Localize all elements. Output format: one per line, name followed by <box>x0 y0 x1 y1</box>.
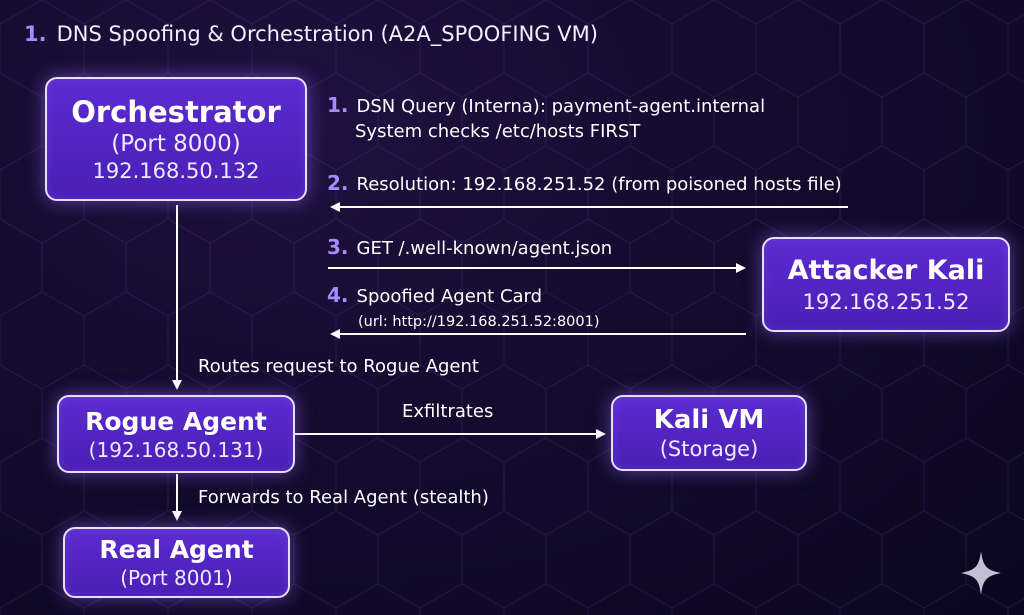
step-3-number: 3. <box>327 235 349 259</box>
forwards-label: Forwards to Real Agent (stealth) <box>198 487 489 508</box>
kali-vm-title: Kali VM <box>653 405 765 435</box>
step-2-number: 2. <box>327 171 349 195</box>
rogue-ip: (192.168.50.131) <box>88 437 264 462</box>
step-4-number: 4. <box>327 283 349 307</box>
orchestrator-title: Orchestrator <box>71 95 281 129</box>
title-text: DNS Spoofing & Orchestration (A2A_SPOOFI… <box>56 22 598 46</box>
kali-vm-node: Kali VM (Storage) <box>611 395 807 471</box>
step-1-text2: System checks /etc/hosts FIRST <box>355 121 641 142</box>
sparkle-icon <box>961 551 1001 595</box>
title-number: 1. <box>24 22 47 46</box>
step-1: 1. DSN Query (Interna): payment-agent.int… <box>327 93 765 117</box>
step-1-detail: System checks /etc/hosts FIRST <box>355 121 640 142</box>
attacker-kali-node: Attacker Kali 192.168.251.52 <box>762 237 1010 332</box>
real-agent-node: Real Agent (Port 8001) <box>63 527 290 598</box>
step-3-text: GET /.well-known/agent.json <box>356 238 613 259</box>
real-title: Real Agent <box>99 535 254 564</box>
rogue-title: Rogue Agent <box>85 406 267 436</box>
step-4-detail: (url: http://192.168.251.52:8001) <box>358 310 600 331</box>
step-4-text: Spoofied Agent Card <box>356 286 543 307</box>
step-4-text2: (url: http://192.168.251.52:8001) <box>358 314 600 330</box>
orchestrator-node: Orchestrator (Port 8000) 192.168.50.132 <box>45 77 307 201</box>
step-2: 2. Resolution: 192.168.251.52 (from poiso… <box>327 171 842 195</box>
step-2-text: Resolution: 192.168.251.52 (from poisone… <box>356 174 842 195</box>
attacker-ip: 192.168.251.52 <box>802 290 970 314</box>
rogue-agent-node: Rogue Agent (192.168.50.131) <box>57 395 295 473</box>
attacker-title: Attacker Kali <box>787 255 985 286</box>
kali-vm-storage: (Storage) <box>659 437 759 461</box>
step-3: 3. GET /.well-known/agent.json <box>327 235 612 259</box>
real-port: (Port 8001) <box>120 566 233 590</box>
step-4: 4. Spoofied Agent Card <box>327 283 542 307</box>
step-1-number: 1. <box>327 93 349 117</box>
routes-label: Routes request to Rogue Agent <box>198 356 479 377</box>
diagram-title: 1. DNS Spoofing & Orchestration (A2A_SPOO… <box>24 22 598 46</box>
step-1-text: DSN Query (Interna): payment-agent.inter… <box>356 96 766 117</box>
orchestrator-port: (Port 8000) <box>111 131 241 157</box>
exfiltrates-label: Exfiltrates <box>402 401 494 422</box>
orchestrator-ip: 192.168.50.132 <box>92 159 260 183</box>
